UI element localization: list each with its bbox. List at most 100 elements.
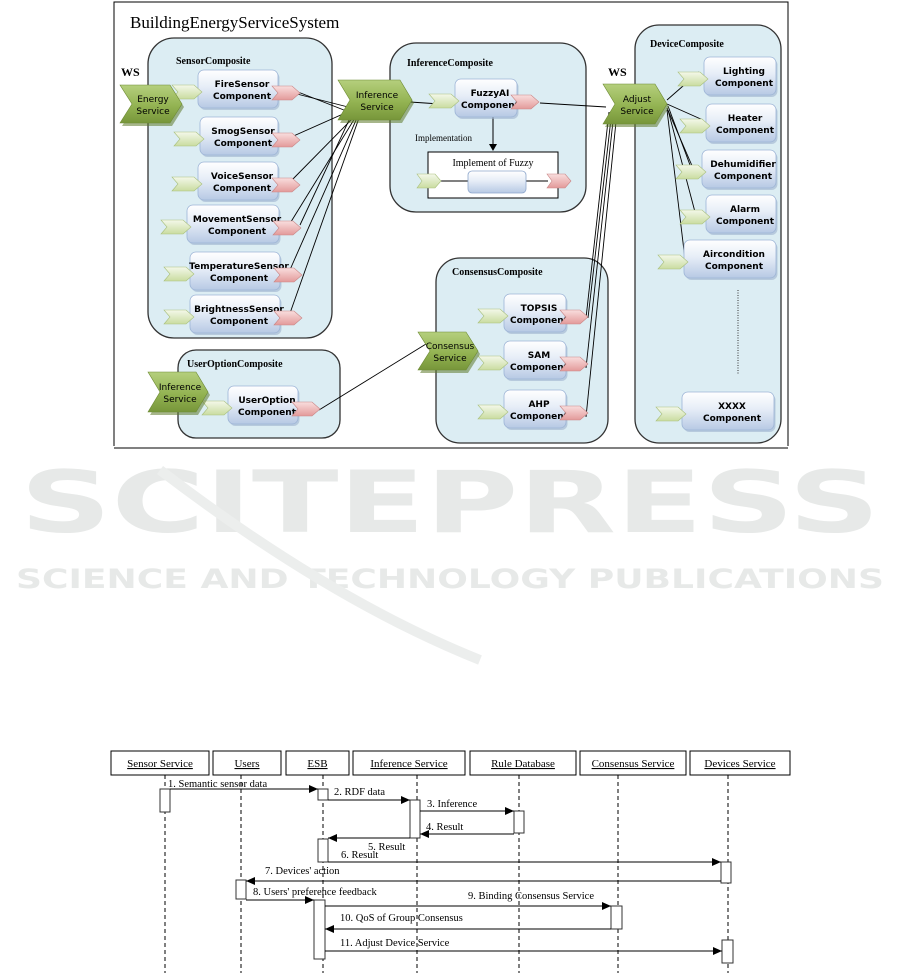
consensus-composite-title: ConsensusComposite	[452, 267, 543, 278]
device-component-dehumidifier-type: Component	[714, 172, 773, 182]
implement-in-port	[416, 173, 442, 189]
implement-out-port	[546, 173, 572, 189]
watermark: SCITEPRESS SCIENCE AND TECHNOLOGY PUBLIC…	[16, 453, 884, 665]
device-component-aircondition-name: Aircondition	[703, 250, 765, 260]
consensus-component-ahp-type: Component	[510, 412, 569, 422]
consensus-service-label-2: Service	[433, 354, 467, 364]
device-component-alarm-name: Alarm	[730, 205, 760, 215]
sensor-component-temperaturesensor-out-port	[273, 267, 303, 283]
services: EnergyServiceInferenceServiceAdjustServi…	[119, 79, 669, 415]
device-component-dehumidifier-in-port	[675, 164, 707, 180]
arrowhead-icon	[246, 877, 255, 885]
lifeline-label: Rule Database	[491, 758, 555, 770]
device-component-lighting-in-port	[677, 71, 709, 87]
message-2: 2. RDF data	[328, 787, 410, 804]
sensor-component-brightnesssensor-type: Component	[210, 317, 269, 327]
message-label: 9. Binding Consensus Service	[468, 891, 594, 902]
lifeline-label: Devices Service	[704, 758, 775, 770]
device-component-alarm-in-port	[679, 209, 711, 225]
message-label: 5. Result	[368, 842, 405, 853]
arrowhead-icon	[401, 796, 410, 804]
sensor-component-firesensor-out-port	[271, 85, 301, 101]
consensus-component-sam-in-port	[477, 355, 509, 371]
consensus-component-sam-name: SAM	[528, 351, 550, 361]
activation-box	[317, 788, 329, 801]
activation-box	[159, 788, 171, 813]
inference-service-label-2: Service	[360, 103, 394, 113]
activation-box	[721, 939, 734, 964]
message-6: 6. Result	[328, 850, 721, 866]
device-component-heater-type: Component	[716, 126, 775, 136]
arrowhead-icon	[602, 902, 611, 910]
ws-label-right: WS	[608, 65, 627, 79]
device-component-lighting-type: Component	[715, 79, 774, 89]
arrowhead-icon	[505, 807, 514, 815]
useroption-component-name: UserOption	[238, 396, 295, 406]
lifeline-label: Inference Service	[370, 758, 447, 770]
device-component-lighting-name: Lighting	[723, 67, 765, 77]
arrowhead-icon	[325, 925, 334, 933]
consensus-component-topsis-name: TOPSIS	[521, 304, 558, 314]
sensor-component-smogsensor-out-port	[271, 132, 301, 148]
lifeline-label: ESB	[307, 758, 327, 770]
inference-service-label-1: Inference	[356, 91, 399, 101]
watermark-swoosh	[156, 466, 482, 665]
sensor-component-movementsensor-in-port	[160, 219, 192, 235]
device-component-xxxx-in-port	[655, 406, 687, 422]
message-3: 3. Inference	[420, 799, 514, 815]
sensor-component-voicesensor-in-port	[171, 176, 203, 192]
sensor-component-temperaturesensor-in-port	[163, 266, 195, 282]
sensor-component-firesensor-name: FireSensor	[215, 80, 270, 90]
message-10: 10. QoS of Group Consensus	[325, 913, 611, 933]
device-component-aircondition-type: Component	[705, 262, 764, 272]
sensor-component-movementsensor-out-port	[272, 220, 302, 236]
architecture-diagram: BuildingEnergyServiceSystem SensorCompos…	[100, 1, 800, 454]
lifeline-users: Users	[212, 750, 282, 973]
activation-box	[513, 810, 525, 834]
device-component-dehumidifier-name: Dehumidifier	[710, 160, 776, 170]
arrowhead-icon	[309, 785, 318, 793]
sensor-composite-title: SensorComposite	[176, 56, 251, 67]
activation-box	[235, 879, 247, 900]
message-label: 4. Result	[426, 822, 463, 833]
arrowhead-icon	[713, 947, 722, 955]
sensor-component-firesensor-type: Component	[213, 92, 272, 102]
implement-of-fuzzy-box: Implement of Fuzzy	[416, 151, 572, 199]
fuzzyai-component-in-port	[428, 93, 460, 109]
message-label: 6. Result	[341, 850, 378, 861]
system-title: BuildingEnergyServiceSystem	[130, 13, 339, 32]
sensor-component-smogsensor-type: Component	[214, 139, 273, 149]
message-label: 1. Semantic sensor data	[168, 779, 267, 790]
components: FireSensorComponentSmogSensorComponentVo…	[160, 56, 778, 432]
sensor-component-brightnesssensor-out-port	[273, 310, 303, 326]
inference-composite-title: InferenceComposite	[407, 58, 493, 69]
arrowhead-icon	[420, 830, 429, 838]
message-label: 8. Users' preference feedback	[253, 887, 377, 898]
lifeline-sensor-service: Sensor Service	[110, 750, 210, 973]
sensor-component-voicesensor-type: Component	[213, 184, 272, 194]
arrowhead-icon	[328, 834, 337, 842]
message-9: 9. Binding Consensus Service	[325, 891, 611, 910]
activation-box	[409, 799, 421, 839]
device-composite-title: DeviceComposite	[650, 39, 724, 50]
sensor-component-smogsensor-in-port	[173, 131, 205, 147]
lifeline-label: Users	[234, 758, 259, 770]
sensor-component-smogsensor-name: SmogSensor	[211, 127, 275, 137]
energy-service-label-1: Energy	[137, 95, 169, 105]
activation-box	[720, 861, 732, 884]
consensus-component-ahp-in-port	[477, 404, 509, 420]
sensor-component-movementsensor-name: MovementSensor	[193, 215, 282, 225]
fuzzyai-component-out-port	[510, 94, 540, 110]
activation-box	[610, 905, 623, 930]
